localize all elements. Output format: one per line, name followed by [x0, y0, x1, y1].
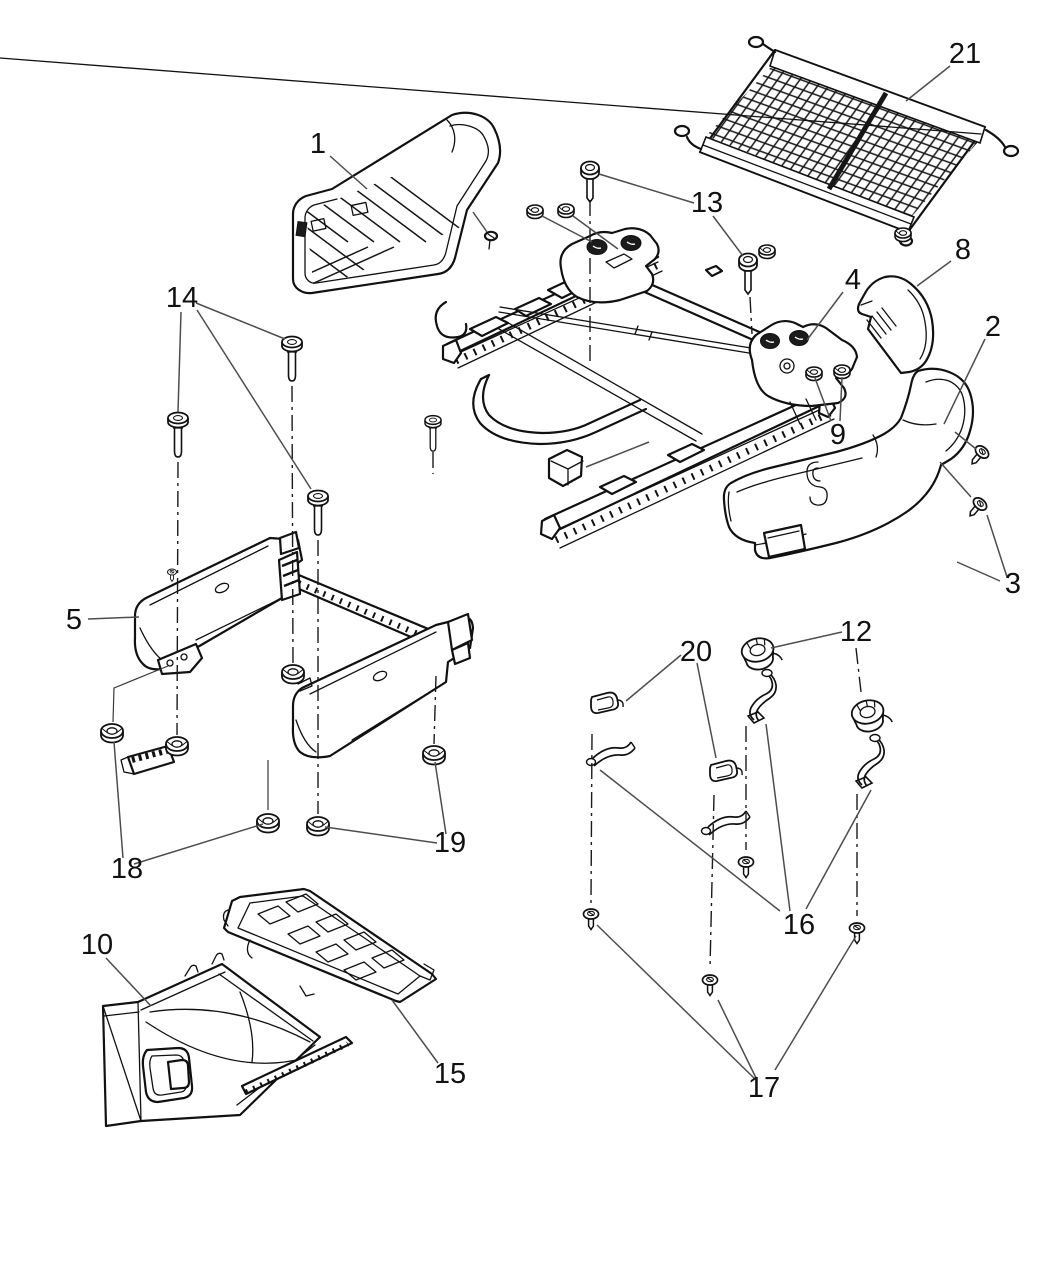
nut-18a [100, 723, 124, 744]
callout-16: 16 [783, 909, 815, 941]
callout-8: 8 [955, 234, 971, 266]
assembly-centerlines [112, 200, 862, 969]
callout-5: 5 [66, 604, 82, 636]
bolt-13b [738, 252, 758, 295]
seat-shield [722, 367, 975, 560]
fasteners [100, 160, 992, 997]
cap-12b [848, 695, 895, 736]
screw-3b [963, 494, 990, 522]
shield-cover-small [856, 275, 935, 375]
pushpin-14c [307, 489, 329, 536]
hook-16a [747, 668, 777, 724]
hook-16b [855, 733, 885, 789]
bolt-13a [580, 160, 600, 203]
nut-9a [805, 366, 823, 382]
clip-20a [590, 691, 625, 715]
seat-back-panel [291, 111, 502, 295]
callout-17: 17 [748, 1072, 780, 1104]
riser-assembly [120, 530, 475, 776]
callout-19: 19 [434, 827, 466, 859]
screw-17b [701, 974, 719, 997]
recliner-bracket [748, 319, 859, 425]
storage-bin [101, 952, 354, 1128]
callout-12: 12 [840, 616, 872, 648]
screw-17a [582, 908, 600, 931]
callout-4: 4 [845, 264, 861, 296]
pushpin-14a [167, 411, 189, 458]
callout-3: 3 [1005, 568, 1021, 600]
cargo-net [0, 35, 1020, 247]
callout-2: 2 [985, 311, 1001, 343]
nut-19b [422, 745, 446, 766]
nut-18b [256, 813, 280, 834]
cap-12a [738, 633, 785, 674]
pushpin-14b [281, 335, 303, 382]
nut-9b [833, 364, 851, 380]
leader-lines [87, 65, 1008, 1081]
callouts: 1 21 13 4 8 2 9 3 14 5 18 19 10 15 20 12… [66, 38, 1021, 1104]
callout-1: 1 [310, 128, 326, 160]
callout-10: 10 [81, 929, 113, 961]
callout-21: 21 [949, 38, 981, 70]
clip-20b [709, 759, 744, 783]
callout-13: 13 [691, 187, 723, 219]
screw-3a [965, 442, 992, 470]
callout-14: 14 [166, 282, 198, 314]
callout-18: 18 [111, 853, 143, 885]
callout-20: 20 [680, 636, 712, 668]
nut-19a [306, 816, 330, 837]
callout-15: 15 [434, 1058, 466, 1090]
screw-17c [848, 922, 866, 945]
callout-9: 9 [830, 419, 846, 451]
load-floor-tray [222, 887, 438, 1004]
